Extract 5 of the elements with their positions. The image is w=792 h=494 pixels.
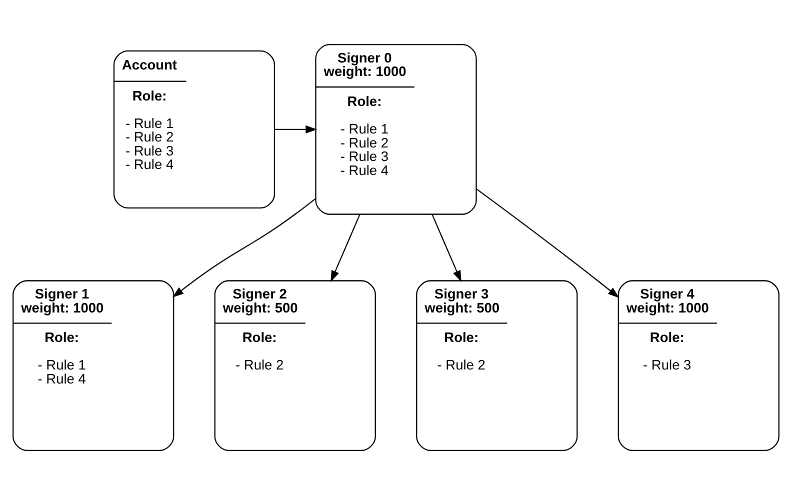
arrow [330, 214, 360, 282]
arrow [432, 214, 462, 282]
arrow [274, 124, 318, 133]
arrow [476, 188, 620, 298]
arrow [172, 198, 316, 298]
